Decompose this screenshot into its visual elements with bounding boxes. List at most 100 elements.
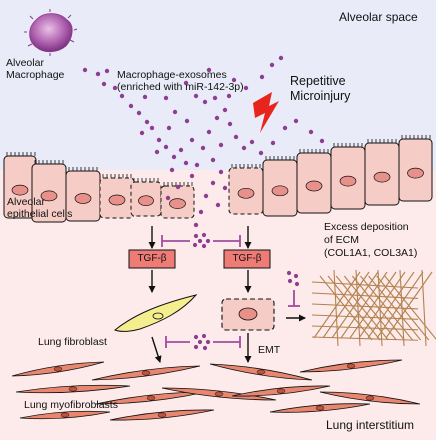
- myofibroblast-cell: [91, 365, 201, 381]
- exosome-dot: [175, 184, 181, 190]
- exosome-dots: [82, 55, 325, 228]
- myofibroblast-cell: [299, 359, 403, 373]
- exosome-dot: [178, 147, 184, 153]
- myofibroblast-cell: [231, 385, 331, 397]
- epithelial-cell: [99, 174, 135, 219]
- lung-interstitium-label: Lung interstitium: [326, 418, 415, 432]
- exosome-dot: [128, 103, 134, 109]
- tgf-beta-label-left: TGF-β: [137, 253, 167, 264]
- macrophage-label: Alveolar Macrophage: [6, 57, 64, 81]
- exosome-dot: [222, 107, 228, 113]
- myofibroblast-cell: [161, 387, 277, 401]
- exosome-dot: [156, 137, 162, 143]
- exosome-dot: [210, 157, 216, 163]
- tgf-beta-box-right: [223, 249, 271, 269]
- exosome-dot: [144, 119, 150, 125]
- exosome-dot: [218, 169, 224, 175]
- myofibroblast-cell: [11, 361, 105, 377]
- alveolar-epithelium: [3, 135, 433, 223]
- exosome-dot: [194, 162, 200, 168]
- exosome-dot: [198, 209, 204, 215]
- ecm-fiber: [333, 269, 339, 347]
- myofibroblast-cell: [19, 410, 111, 420]
- exosomes-label-line2: (enriched with miR-142-3p): [117, 81, 244, 93]
- exosome-dot: [270, 140, 276, 146]
- exosome-dot: [282, 125, 288, 131]
- epithelial-cell: [364, 139, 400, 206]
- exosome-dot: [142, 94, 148, 100]
- exosomes-label-line1: Macrophage-exosomes: [117, 69, 227, 81]
- exosome-dot: [101, 81, 107, 87]
- exosome-dot: [278, 55, 284, 61]
- exosome-dot: [231, 77, 237, 83]
- exosome-dot: [308, 129, 314, 135]
- ecm-fiber: [311, 281, 419, 289]
- exosome-dot: [215, 202, 221, 208]
- epithelial-cell: [330, 143, 366, 210]
- exosome-dot: [222, 185, 228, 191]
- epithelium-to-tgf-arrows: [148, 226, 252, 249]
- epithelial-cell: [31, 160, 67, 223]
- lung-fibroblast-label: Lung fibroblast: [38, 336, 107, 348]
- exosome-dot: [206, 67, 212, 73]
- exosome-dot: [293, 118, 299, 124]
- injury-label-line2: Microinjury: [290, 89, 351, 103]
- exosome-dot: [136, 110, 142, 116]
- ecm-fiber: [355, 269, 361, 347]
- exosome-dot: [149, 125, 155, 131]
- exosome-dot: [243, 85, 249, 91]
- exosome-dot: [95, 71, 101, 77]
- exosome-dot: [212, 95, 218, 101]
- exosome-dot: [166, 125, 172, 131]
- exosome-dot: [193, 222, 199, 228]
- exosome-dot: [112, 85, 118, 91]
- exosome-dot: [139, 130, 145, 136]
- lung-myofibroblasts: [11, 359, 421, 421]
- exosome-dot: [210, 180, 216, 186]
- exosome-dot: [104, 68, 110, 74]
- ecm-fiber: [377, 269, 383, 347]
- exosome-dot: [214, 115, 220, 121]
- ecm-fiber: [311, 336, 419, 341]
- emt-label: EMT: [258, 344, 281, 356]
- exosome-dot: [241, 145, 247, 151]
- injury-label-line1: Repetitive: [290, 74, 346, 88]
- lightning-bolt-icon: [253, 92, 279, 133]
- ecm-fiber: [327, 275, 381, 341]
- exosome-dot: [184, 118, 190, 124]
- exosome-dot: [200, 145, 206, 151]
- ecm-fiber: [358, 271, 406, 339]
- exosome-dot: [154, 149, 160, 155]
- epithelial-cell: [65, 167, 101, 222]
- exosome-dot: [82, 67, 88, 73]
- myofibroblast-cell: [319, 391, 421, 405]
- exosome-dot: [258, 150, 264, 156]
- ecm-fiber: [311, 292, 419, 299]
- epithelial-cell: [262, 156, 298, 217]
- ecm-label-line3: (COL1A1, COL3A1): [324, 247, 418, 259]
- ecm-fiber: [421, 269, 427, 347]
- tgf-down-arrows: [148, 270, 252, 293]
- exosome-dot: [218, 142, 224, 148]
- epithelial-cell: [130, 178, 162, 217]
- ecm-fiber: [399, 269, 405, 347]
- exosome-dot: [226, 93, 232, 99]
- exosome-dot: [119, 93, 125, 99]
- epithelial-label-line1: Alveolar: [7, 196, 45, 208]
- exosome-dot: [233, 134, 239, 140]
- ecm-fiber: [311, 314, 419, 320]
- exosome-dot: [203, 193, 209, 199]
- exosome-dot: [269, 62, 275, 68]
- exosome-cluster-top: [192, 232, 211, 249]
- exosome-dot: [189, 137, 195, 143]
- lung-myofibroblasts-label: Lung myofibroblasts: [24, 399, 118, 411]
- exosome-dot: [183, 80, 189, 86]
- exosome-dot: [259, 74, 265, 80]
- exosome-dot: [227, 121, 233, 127]
- exosome-dot: [183, 160, 189, 166]
- ecm-label: Excess deposition of ECM (COL1A1, COL3A1…: [324, 221, 417, 260]
- ecm-fiber: [311, 325, 419, 331]
- ecm-fiber: [367, 271, 415, 339]
